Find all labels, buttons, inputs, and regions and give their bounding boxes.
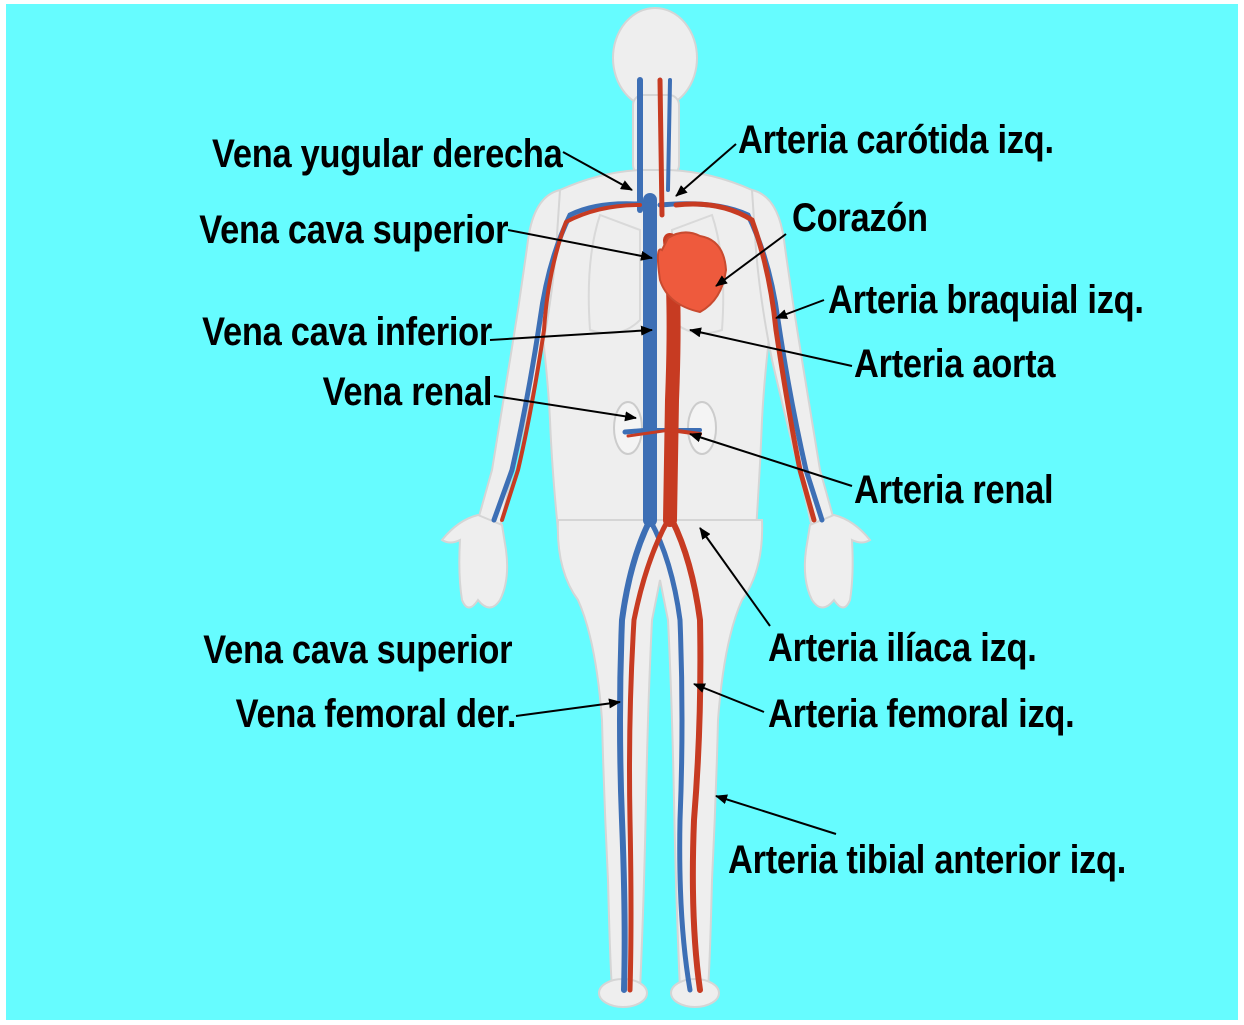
label-arteria-femoral-izq: Arteria femoral izq. bbox=[768, 692, 1074, 736]
label-arteria-braquial-izq: Arteria braquial izq. bbox=[828, 278, 1144, 322]
label-vena-femoral-der: Vena femoral der. bbox=[235, 692, 516, 736]
label-vena-cava-inferior: Vena cava inferior bbox=[202, 310, 492, 354]
label-arteria-carotida-izq: Arteria carótida izq. bbox=[738, 118, 1054, 162]
pointer-arteria-tibial-anterior-izq bbox=[716, 796, 836, 834]
label-vena-renal: Vena renal bbox=[322, 370, 492, 414]
label-arteria-tibial-anterior-izq: Arteria tibial anterior izq. bbox=[728, 838, 1126, 882]
label-vena-cava-superior: Vena cava superior bbox=[199, 208, 508, 252]
label-vena-yugular-derecha: Vena yugular derecha bbox=[213, 132, 563, 176]
label-arteria-aorta: Arteria aorta bbox=[854, 342, 1055, 386]
label-arteria-renal: Arteria renal bbox=[854, 468, 1053, 512]
label-arteria-iliaca-izq: Arteria ilíaca izq. bbox=[768, 626, 1037, 670]
label-vena-cava-superior-2: Vena cava superior bbox=[203, 628, 512, 672]
label-corazon: Corazón bbox=[792, 196, 928, 240]
